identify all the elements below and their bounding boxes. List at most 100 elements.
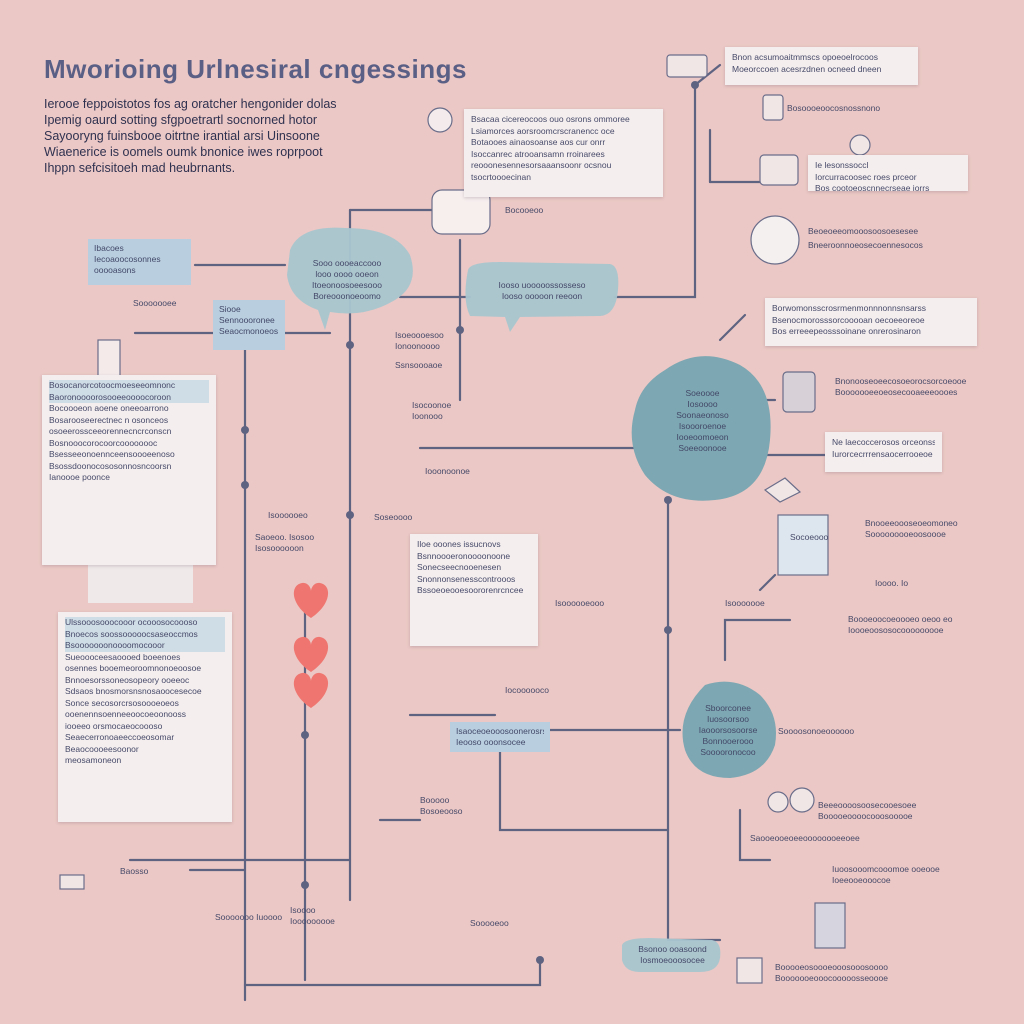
card-line: osennes booemeoroomnonoeoosoe xyxy=(65,663,202,673)
card-line: Sueoooceesaoooed boeenoes xyxy=(65,651,181,662)
card-line: Bnnoesorssoneosopeory ooeeoc xyxy=(65,674,190,685)
node-8 xyxy=(664,626,672,634)
head-sketch-icon xyxy=(427,107,453,133)
label-line: Sooooooee xyxy=(133,298,177,308)
card-upper-center: Bsacaa cicereocoos ouo osrons ommoree Ls… xyxy=(464,109,663,197)
card-line: Iloe ooones issucnovs xyxy=(417,539,501,549)
card-line: Sonce secosorcrsosoooeoeos xyxy=(65,697,179,708)
label-line: Beoeoeeomooosoosoesesee xyxy=(808,226,919,236)
card-top-right: Bnon acsumoaitmmscs opoeoelrocoos Moeorc… xyxy=(725,47,918,85)
card-line: Botaooes ainaosoanse aos cur onrr xyxy=(471,137,606,147)
label-11: Sooooeoo xyxy=(470,918,509,929)
bubble-line: Sooooronocoo xyxy=(700,747,756,757)
node-2 xyxy=(346,511,354,519)
bubble-line: Boreooonoeoomo xyxy=(313,291,381,301)
card-line: Iurorcecrrrensaocerrooeoe ccorr xyxy=(832,448,935,459)
card-line: Ianoooe poonce xyxy=(49,472,110,482)
card-line: Snonnonsenesscontrooos xyxy=(417,573,516,584)
bubble-shape-1 xyxy=(287,227,413,330)
card-line: Bsnnoooeronoooonoone xyxy=(417,550,511,561)
label-3: Ssnsoooaoe xyxy=(395,360,442,371)
label-9: Bocooeoo xyxy=(505,205,543,216)
label-line: Isoeoooesoo xyxy=(395,330,444,340)
card-line: Bsesseeonoennceensoooeenoso xyxy=(49,449,175,459)
wire-right-up xyxy=(613,83,697,299)
wire-right-e xyxy=(758,573,777,592)
node-10 xyxy=(536,956,544,964)
wire-bottom xyxy=(243,958,542,987)
label-line: Booooooeeoeosecooaeeeoooes xyxy=(835,387,958,397)
card-left-upper: Bosocanorcotoocmoeseeomnonc Baoronooooro… xyxy=(42,375,216,565)
label-line: Bneeroonnoeosecoennesocos xyxy=(808,240,923,250)
card-line: Bos cootoeoscnnecrseae iorrs xyxy=(815,183,930,191)
label-17: Isooooooe xyxy=(725,598,765,609)
bubble-line: Iosmoeooosocee xyxy=(640,955,705,965)
bubble-text-4: Sboorconee Iuosoorsoo Iaooorsosoorse Bon… xyxy=(688,703,768,758)
label-line: Bosoooeoocosnossnono xyxy=(787,103,881,113)
label-24: Socoeooo xyxy=(790,532,828,543)
bubble-line: Sooo oooeaccooo xyxy=(312,258,382,268)
label-line: Soooosonoeoooooo xyxy=(778,726,855,736)
card-right-mid: Ie lesonssoccl Iorcurracoosec roes prceo… xyxy=(808,155,968,191)
card-line: Bsossdoonocososonnosncoorsn xyxy=(49,460,172,471)
bubble-line: Sboorconee xyxy=(705,703,751,713)
label-line: Sooooeoo xyxy=(470,918,509,928)
people-group-icon xyxy=(431,189,491,235)
label-line: Iooooooooe xyxy=(290,916,335,926)
page-title: Mworioing Urlnesiral cngessings xyxy=(44,54,467,84)
label-line: Saooeooeoeeoooooooeeoee xyxy=(750,833,860,843)
figure-sketch-icon xyxy=(97,339,121,381)
label-20: Beoeoeeomooosoosoesesee xyxy=(808,226,918,237)
bluebox-left-small: Siooe Sennoooronee Seaocmonoeos xyxy=(213,300,285,350)
bubble-text-2: Iooso uooooossosseso Iooso ooooon reeoon xyxy=(478,280,606,302)
node-11 xyxy=(691,81,699,89)
card-line: Beaocoooeesoonor xyxy=(65,743,139,754)
bubble-text-1: Sooo oooeaccooo looo oooo ooeon Itoeonoo… xyxy=(297,258,397,302)
card-line: Ne laecoccerosos orceonss xyxy=(832,437,935,447)
card-line: osoeerossceeorennecncrconscn xyxy=(49,426,172,436)
bubble-shape-3 xyxy=(631,356,771,501)
node-1 xyxy=(346,341,354,349)
bubble-line: Itoeonoosoeesooo xyxy=(312,280,382,290)
card-right-small: Ne laecoccerosos orceonss Iurorcecrrrens… xyxy=(825,432,942,472)
label-line: Ioonooo xyxy=(412,411,443,421)
card-line: Moeorccoen acesrzdnen ocneed dneen xyxy=(732,63,882,74)
intro-paragraph: Ierooe feppoistotos fos ag oratcher heng… xyxy=(44,96,374,176)
person-silhouette-icon xyxy=(782,371,816,413)
badge-circle-icon xyxy=(750,215,800,265)
person-icon xyxy=(849,134,871,156)
label-5: Iooonoonoe xyxy=(425,466,470,477)
label-line: Bocooeoo xyxy=(505,205,544,215)
label-18: Ioooo. Io xyxy=(875,578,908,589)
card-line: Ie lesonssoccl xyxy=(815,160,869,170)
intro-line: Sayooryng fuinsbooe oitrtne irantial ars… xyxy=(44,129,320,143)
label-7: Soseoooo xyxy=(374,512,412,523)
card-line: Bnoecos soossooooocsaseoccmos xyxy=(65,628,225,640)
node-5 xyxy=(301,731,309,739)
label-12: Baosso xyxy=(120,866,148,877)
bubble-shape-5 xyxy=(622,938,721,972)
card-line: Iorcurracoosec roes prceor xyxy=(815,171,917,182)
heart-3 xyxy=(293,672,329,708)
label-line: Bosoeooso xyxy=(420,806,463,816)
monitor-icon xyxy=(759,154,799,186)
label-26: Soooosonoeoooooo xyxy=(778,726,854,737)
wire-right-c xyxy=(723,618,792,662)
card-line: ooenennsoenneeoocoeoonooss xyxy=(65,709,187,719)
intro-line: Ierooe feppoistotos fos ag oratcher heng… xyxy=(44,97,337,111)
bubble-text-3: Soeoooe Iosoooo Soonaeonoso Isoooroenoe … xyxy=(655,388,750,454)
bluebox-line: Seaocmonoeos xyxy=(219,326,279,336)
label-16: Iocoooooco xyxy=(505,685,549,696)
label-21: Bneeroonnoeosecoennesocos xyxy=(808,240,923,251)
wire-right-d xyxy=(738,808,772,862)
label-30: Saooeooeoeeoooooooeeoee xyxy=(750,833,860,844)
label-15: Isoooooeooo xyxy=(555,598,604,609)
label-line: Booooeoooocooosooooe xyxy=(818,811,913,821)
tablet-icon xyxy=(777,514,829,576)
